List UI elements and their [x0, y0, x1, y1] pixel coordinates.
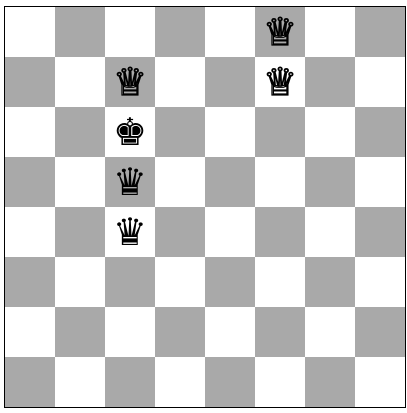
square-d5[interactable]: [155, 157, 205, 207]
square-g3[interactable]: [305, 257, 355, 307]
white-queen-icon[interactable]: ♕: [263, 13, 297, 51]
square-g2[interactable]: [305, 307, 355, 357]
square-c2[interactable]: [105, 307, 155, 357]
black-king-icon[interactable]: ♚: [113, 113, 147, 151]
square-b2[interactable]: [55, 307, 105, 357]
square-b7[interactable]: [55, 57, 105, 107]
square-f2[interactable]: [255, 307, 305, 357]
square-a6[interactable]: [5, 107, 55, 157]
square-c7[interactable]: ♕: [105, 57, 155, 107]
square-f5[interactable]: [255, 157, 305, 207]
square-f8[interactable]: ♕: [255, 7, 305, 57]
square-e6[interactable]: [205, 107, 255, 157]
square-e5[interactable]: [205, 157, 255, 207]
square-h8[interactable]: [355, 7, 405, 57]
square-a1[interactable]: [5, 357, 55, 407]
square-g5[interactable]: [305, 157, 355, 207]
square-f4[interactable]: [255, 207, 305, 257]
black-queen-icon[interactable]: ♛: [113, 163, 147, 201]
square-h5[interactable]: [355, 157, 405, 207]
square-b5[interactable]: [55, 157, 105, 207]
square-h3[interactable]: [355, 257, 405, 307]
square-f1[interactable]: [255, 357, 305, 407]
square-h2[interactable]: [355, 307, 405, 357]
square-f7[interactable]: ♕: [255, 57, 305, 107]
square-c5[interactable]: ♛: [105, 157, 155, 207]
square-g1[interactable]: [305, 357, 355, 407]
square-d1[interactable]: [155, 357, 205, 407]
square-a8[interactable]: [5, 7, 55, 57]
square-g4[interactable]: [305, 207, 355, 257]
square-c1[interactable]: [105, 357, 155, 407]
square-c4[interactable]: ♛: [105, 207, 155, 257]
square-b8[interactable]: [55, 7, 105, 57]
square-d3[interactable]: [155, 257, 205, 307]
square-d6[interactable]: [155, 107, 205, 157]
square-g7[interactable]: [305, 57, 355, 107]
square-f6[interactable]: [255, 107, 305, 157]
square-h6[interactable]: [355, 107, 405, 157]
square-h1[interactable]: [355, 357, 405, 407]
square-e2[interactable]: [205, 307, 255, 357]
square-a2[interactable]: [5, 307, 55, 357]
square-b6[interactable]: [55, 107, 105, 157]
square-d2[interactable]: [155, 307, 205, 357]
square-e7[interactable]: [205, 57, 255, 107]
black-queen-icon[interactable]: ♛: [113, 213, 147, 251]
white-queen-icon[interactable]: ♕: [263, 63, 297, 101]
square-h4[interactable]: [355, 207, 405, 257]
square-e3[interactable]: [205, 257, 255, 307]
square-c8[interactable]: [105, 7, 155, 57]
square-e1[interactable]: [205, 357, 255, 407]
square-a4[interactable]: [5, 207, 55, 257]
square-d4[interactable]: [155, 207, 205, 257]
square-f3[interactable]: [255, 257, 305, 307]
square-a5[interactable]: [5, 157, 55, 207]
square-e4[interactable]: [205, 207, 255, 257]
square-d8[interactable]: [155, 7, 205, 57]
square-c6[interactable]: ♚: [105, 107, 155, 157]
square-b4[interactable]: [55, 207, 105, 257]
square-c3[interactable]: [105, 257, 155, 307]
square-g8[interactable]: [305, 7, 355, 57]
square-a7[interactable]: [5, 57, 55, 107]
square-b1[interactable]: [55, 357, 105, 407]
square-b3[interactable]: [55, 257, 105, 307]
square-h7[interactable]: [355, 57, 405, 107]
square-a3[interactable]: [5, 257, 55, 307]
square-d7[interactable]: [155, 57, 205, 107]
white-queen-icon[interactable]: ♕: [113, 63, 147, 101]
chess-board: ♕ ♕ ♕ ♚ ♛ ♛: [4, 6, 406, 408]
square-e8[interactable]: [205, 7, 255, 57]
square-g6[interactable]: [305, 107, 355, 157]
